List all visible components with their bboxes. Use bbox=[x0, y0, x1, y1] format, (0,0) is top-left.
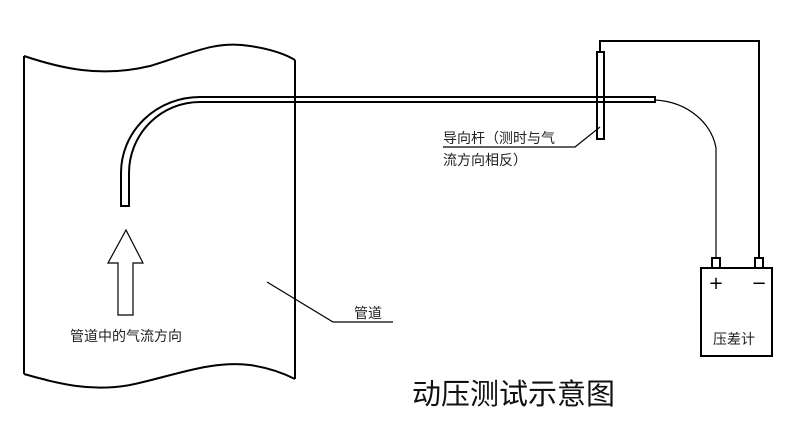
plus-sign: + bbox=[708, 273, 723, 294]
diagram-title: 动压测试示意图 bbox=[412, 377, 615, 411]
manometer-label: 压差计 bbox=[713, 332, 755, 348]
positive-pressure-hose bbox=[654, 99, 717, 258]
guide-rod-label-line2: 流方向相反） bbox=[443, 153, 527, 169]
pipe-top-wave bbox=[23, 43, 296, 73]
differential-manometer: + − 压差计 bbox=[700, 257, 773, 357]
guide-rod bbox=[596, 51, 605, 140]
pipe bbox=[23, 43, 296, 389]
negative-terminal bbox=[754, 257, 764, 269]
pitot-tube bbox=[120, 96, 656, 207]
positive-terminal bbox=[711, 257, 721, 269]
pipe-label: 管道 bbox=[354, 306, 382, 322]
flow-arrow-icon bbox=[106, 228, 144, 316]
minus-sign: − bbox=[751, 273, 766, 294]
flow-direction-label: 管道中的气流方向 bbox=[70, 329, 182, 345]
manometer-box bbox=[700, 267, 773, 357]
pipe-leader-line bbox=[266, 281, 393, 323]
guide-rod-label-line1: 导向杆（测时与气 bbox=[443, 131, 555, 147]
pipe-bottom-wave bbox=[23, 363, 296, 389]
guide-rod-leader-line bbox=[443, 126, 601, 148]
negative-pressure-hose bbox=[599, 40, 760, 258]
